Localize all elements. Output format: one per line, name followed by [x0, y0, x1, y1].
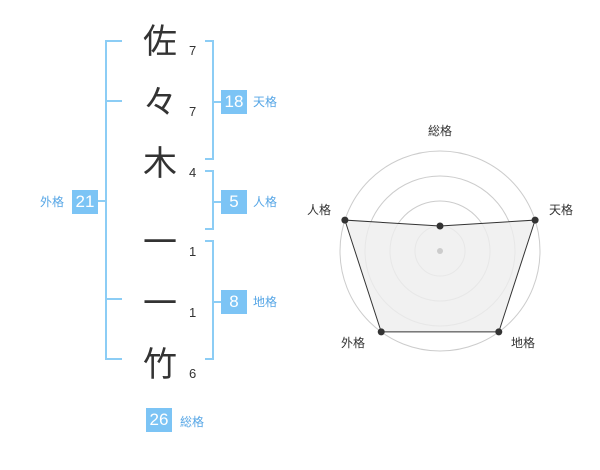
name-char-2: 々 [143, 83, 177, 123]
gaikaku-bracket-tick-5 [105, 298, 122, 300]
radar-label-soukaku: 総格 [428, 124, 453, 138]
radar-point-1 [436, 222, 444, 230]
radar-label-gaikaku: 外格 [341, 336, 366, 350]
gaikaku-bracket-tick-2 [105, 100, 122, 102]
soukaku-badge: 26 [146, 408, 172, 432]
tenkaku-connector [212, 101, 221, 103]
stroke-count-5: 1 [189, 305, 197, 320]
radar-label-jinkaku: 人格 [307, 203, 332, 217]
jinkaku-badge: 5 [221, 190, 247, 214]
gaikaku-bracket-tick-top [105, 40, 122, 42]
jinkaku-bracket [212, 170, 214, 230]
gaikaku-bracket-tick-bottom [105, 358, 122, 360]
tenkaku-bracket-tick-top [205, 40, 214, 42]
radar-point-4 [377, 328, 385, 336]
gaikaku-label: 外格 [40, 195, 65, 209]
gaikaku-badge: 21 [72, 190, 98, 214]
radar-label-chikaku: 地格 [511, 336, 536, 350]
radar-series-polygon [344, 219, 536, 333]
radar-point-3 [495, 328, 503, 336]
chikaku-bracket-tick-bottom [205, 358, 214, 360]
jinkaku-label: 人格 [253, 195, 278, 209]
jinkaku-bracket-tick-top [205, 170, 214, 172]
tenkaku-bracket [212, 40, 214, 160]
chikaku-connector [212, 301, 221, 303]
chikaku-bracket-tick-top [205, 240, 214, 242]
radar-center-dot [437, 248, 443, 254]
tenkaku-label: 天格 [253, 95, 278, 109]
radar-ring-4 [339, 150, 541, 352]
stroke-count-2: 7 [189, 104, 197, 119]
radar-point-5 [341, 216, 349, 224]
name-char-4: 一 [143, 223, 177, 263]
jinkaku-connector [212, 201, 221, 203]
radar-label-tenkaku: 天格 [549, 203, 574, 217]
chikaku-label: 地格 [253, 295, 278, 309]
jinkaku-bracket-tick-bottom [205, 228, 214, 230]
soukaku-label: 総格 [180, 415, 205, 429]
stroke-count-3: 4 [189, 165, 197, 180]
name-char-3: 木 [143, 144, 177, 184]
radar-point-2 [531, 216, 539, 224]
stroke-count-6: 6 [189, 366, 197, 381]
chikaku-bracket [212, 240, 214, 360]
chikaku-badge: 8 [221, 290, 247, 314]
tenkaku-bracket-tick-bottom [205, 158, 214, 160]
name-char-6: 竹 [143, 345, 177, 385]
stroke-count-4: 1 [189, 244, 197, 259]
gaikaku-connector [98, 200, 107, 202]
name-char-1: 佐 [143, 22, 177, 62]
tenkaku-badge: 18 [221, 90, 247, 114]
stroke-count-1: 7 [189, 43, 197, 58]
name-char-5: 一 [143, 284, 177, 324]
